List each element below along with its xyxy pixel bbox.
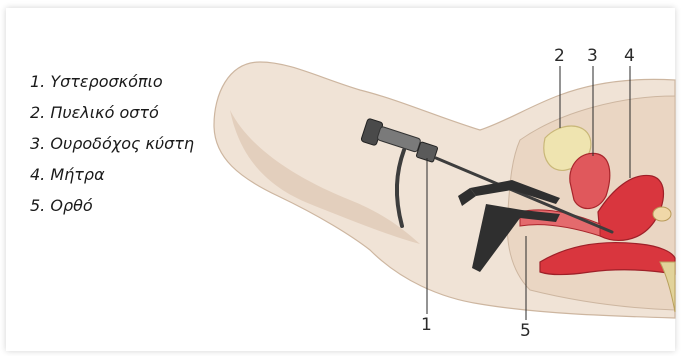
ovary [653,207,671,221]
callout-number-1: 1 [421,315,432,335]
bladder [570,153,610,208]
callout-number-5: 5 [520,321,531,341]
callout-number-2: 2 [554,46,565,66]
callout-number-3: 3 [587,46,598,66]
callout-number-4: 4 [624,46,635,66]
